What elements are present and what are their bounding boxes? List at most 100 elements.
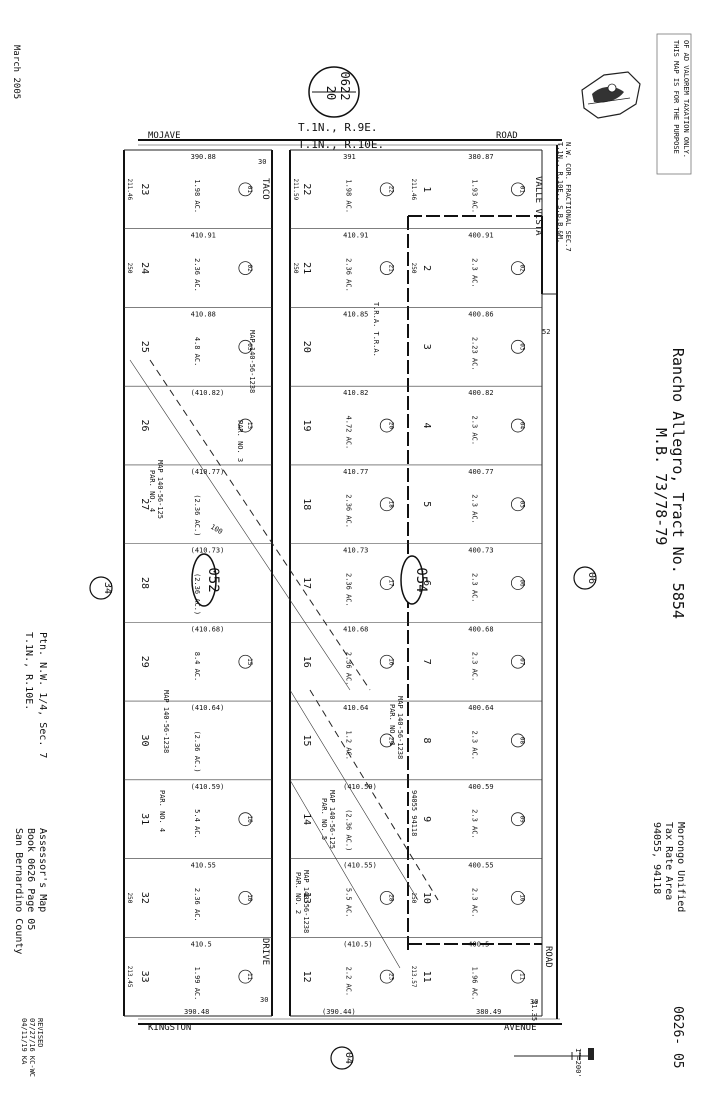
east-acreage: 2.3 AC. xyxy=(470,888,478,918)
tax-rate-line-3: 94055, 94118 xyxy=(651,822,662,894)
book-page-ref: 0626- 05 xyxy=(670,1006,685,1069)
east-lot-depth: 211.46 xyxy=(410,179,417,201)
east-parcel-circle xyxy=(510,654,525,669)
map-ref-lot30-a: MAP 140-56-1238 xyxy=(162,690,170,753)
middle-acreage: 4.72 AC. xyxy=(345,416,353,450)
middle-parcel-number: 23 xyxy=(387,973,394,981)
diagonal-line-4 xyxy=(309,689,439,901)
east-lot-width: 380.87 xyxy=(468,153,493,161)
east-parcel-circle xyxy=(510,497,525,512)
east-lot-number: 7 xyxy=(421,659,432,665)
adjacent-book-circle-right xyxy=(573,566,597,590)
map-date: March 2005 xyxy=(11,45,21,99)
east-parcel-circle xyxy=(510,339,525,354)
middle-lot-number: 13 xyxy=(301,892,312,904)
assessor-line-1: Assessor's Map xyxy=(37,828,48,912)
middle-bottom-width: (390.44) xyxy=(322,1008,356,1016)
middle-lot-width: 410.85 xyxy=(343,310,368,318)
east-parcel-circle xyxy=(510,733,525,748)
west-parcel-number: 01 xyxy=(246,186,253,194)
east-parcel-number: 01 xyxy=(518,186,525,194)
west-lot-number: 32 xyxy=(139,892,150,904)
east-acreage: 2.23 AC. xyxy=(470,337,478,371)
township-line-1: T.1N., R.9E. xyxy=(298,121,377,134)
map-ref-lot27-b: PAR. NO. 4 xyxy=(148,470,156,512)
west-lot-number: 30 xyxy=(139,734,150,746)
west-lot-number: 26 xyxy=(139,420,150,432)
middle-lot-number: 20 xyxy=(301,341,312,353)
west-bottom-width: 390.48 xyxy=(184,1008,209,1016)
middle-lot-width: 391 xyxy=(343,153,356,161)
west-lot-number: 27 xyxy=(139,498,150,510)
middle-lot-number: 19 xyxy=(301,420,312,432)
middle-acreage: 2.2 AC. xyxy=(345,967,353,997)
block-label-east-oval xyxy=(400,555,424,605)
east-lot-width: 400.64 xyxy=(468,704,493,712)
dim-road-width-left: 30 xyxy=(260,996,268,1004)
middle-parcel-number: 21 xyxy=(387,264,394,272)
west-parcel-number: 13 xyxy=(246,422,253,430)
east-lot-number: 3 xyxy=(421,344,432,350)
west-lot-number: 28 xyxy=(139,577,150,589)
diagonal-line-3 xyxy=(289,689,419,901)
west-lot-width: (410.59) xyxy=(191,783,225,791)
west-lot-depth: 213.45 xyxy=(126,966,133,988)
middle-parcel-circle xyxy=(379,182,394,197)
map-ref-lot27-a: MAP 140-56-125 xyxy=(156,460,164,519)
west-lot-number: 29 xyxy=(139,656,150,668)
dim-100: 100 xyxy=(209,523,224,536)
disclaimer-box xyxy=(656,33,692,175)
west-lot-depth: 250 xyxy=(126,263,133,274)
county-seal-icon xyxy=(581,71,641,119)
east-bottom-width: 380.49 xyxy=(476,1008,501,1016)
west-lot-width: 410.91 xyxy=(191,232,216,240)
middle-lot-number: 16 xyxy=(301,656,312,668)
middle-parcel-circle xyxy=(379,969,394,984)
east-lot-number: 1 xyxy=(421,186,432,192)
tra-note-3: T.R.A. T.R.A. xyxy=(372,302,380,357)
east-acreage: 2.3 AC. xyxy=(470,573,478,603)
east-lot-width: 400.55 xyxy=(468,862,493,870)
middle-parcel-circle xyxy=(379,733,394,748)
middle-parcel-number: 22 xyxy=(387,186,394,194)
east-parcel-number: 03 xyxy=(518,343,525,351)
township-line-2: T.1N., R.10E. xyxy=(298,138,384,151)
west-lot-width: (410.77) xyxy=(191,468,225,476)
adjacent-book-circle-left xyxy=(89,576,113,600)
east-acreage: 2.3 AC. xyxy=(470,416,478,446)
east-lot-depth: 250 xyxy=(410,892,417,903)
west-acreage: 2.36 AC. xyxy=(193,258,201,292)
middle-lot-width: 410.77 xyxy=(343,468,368,476)
west-acreage: 4.8 AC. xyxy=(193,337,201,367)
east-acreage: 1.96 AC. xyxy=(470,967,478,1001)
dim-road-top: 30 xyxy=(258,158,266,166)
west-acreage: (2.36 AC.) xyxy=(193,573,201,615)
middle-acreage: (2.36 AC.) xyxy=(345,809,353,851)
west-lot-width: (410.64) xyxy=(191,704,225,712)
east-parcel-number: 09 xyxy=(518,816,525,824)
east-acreage: 2.3 AC. xyxy=(470,730,478,760)
block-label-east: 054 xyxy=(413,567,429,592)
west-lot-depth: 211.46 xyxy=(126,179,133,201)
dim-52: 52 xyxy=(542,328,550,336)
middle-acreage: 1.2 AC. xyxy=(345,730,353,760)
middle-lot-width: (410.5) xyxy=(343,940,373,948)
assessor-line-2: Book 0626 Page 05 xyxy=(25,828,36,930)
west-lot-number: 25 xyxy=(139,341,150,353)
middle-parcel-number: 28 xyxy=(387,894,394,902)
map-ref-lot13-a: MAP 140-56-1238 xyxy=(302,870,310,933)
street-mojave: MOJAVE xyxy=(148,131,181,141)
middle-lot-width: (410.55) xyxy=(343,862,377,870)
dim-road-width-right: 30 xyxy=(530,998,538,1006)
east-parcel-number: 07 xyxy=(518,658,525,666)
east-parcel-number: 11 xyxy=(518,973,525,981)
middle-acreage: 2.36 AC. xyxy=(345,494,353,528)
east-lot-number: 2 xyxy=(421,265,432,271)
tra-note: 94055 94118 xyxy=(410,790,418,836)
middle-parcel-number: 17 xyxy=(387,579,394,587)
map-ref-lot25-a: MAP 140-56-1238 xyxy=(248,330,256,393)
east-parcel-number: 10 xyxy=(518,894,525,902)
east-lot-number: 6 xyxy=(421,580,432,586)
street-road-right: ROAD xyxy=(543,946,553,968)
west-parcel-number: 15 xyxy=(246,658,253,666)
